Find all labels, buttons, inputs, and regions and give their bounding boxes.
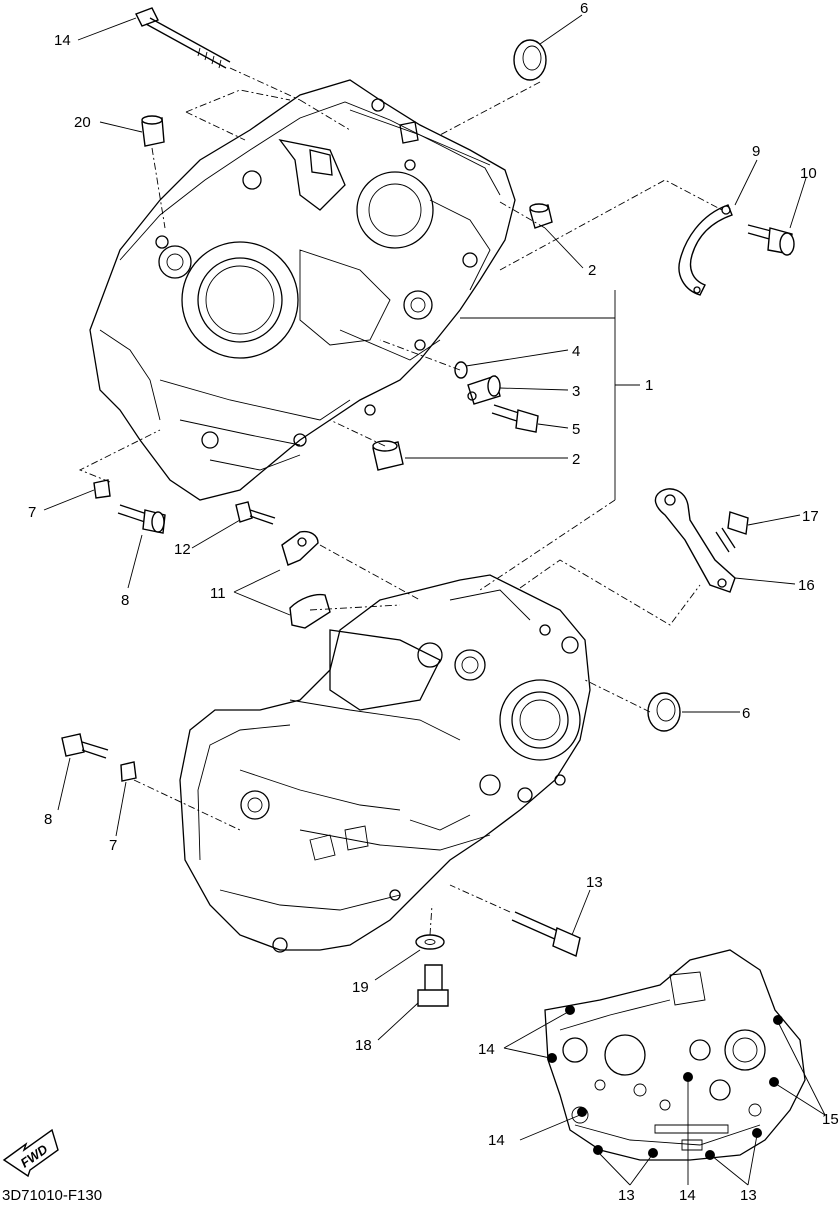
callout-6-bottom: 6 [742,705,750,722]
bolt-8-bottom [61,733,109,759]
fitting-3 [467,375,501,405]
callout-8-bottom: 8 [44,811,52,828]
callout-1: 1 [645,377,653,394]
callout-14-top: 14 [54,32,71,49]
plate-11-top [281,530,319,566]
callout-16: 16 [798,577,815,594]
dashed-alignment-lines [78,67,723,936]
callout-2-top: 2 [588,262,596,279]
callout-18: 18 [355,1037,372,1054]
diagram-code: 3D71010-F130 [2,1187,102,1204]
oil-seal-6-bottom [647,692,681,732]
inset-callout-14-center: 14 [679,1187,696,1204]
o-ring-4 [454,361,468,379]
callout-9: 9 [752,143,760,160]
callout-5: 5 [572,421,580,438]
bracket-16 [654,488,736,593]
washer-7-top [93,479,111,499]
bolt-17 [715,511,749,553]
callout-12: 12 [174,541,191,558]
oil-seal-6-top [513,39,547,81]
callout-6-top: 6 [580,0,588,17]
callout-2-bottom: 2 [572,451,580,468]
callout-13: 13 [586,874,603,891]
bolt-5 [491,404,539,433]
dowel-20 [141,115,165,147]
callout-17: 17 [802,508,819,525]
callout-11: 11 [210,585,226,602]
drain-bolt-18 [417,964,449,1007]
inset-callout-13-right: 13 [740,1187,757,1204]
callout-7-bottom: 7 [109,837,117,854]
bolt-8-top [117,504,166,534]
inset-callout-13-left: 13 [618,1187,635,1204]
callout-10: 10 [800,165,817,182]
inset-callout-15: 15 [822,1111,839,1128]
fwd-label: FWD [18,1141,51,1171]
washer-7-bottom [120,761,137,782]
bracket-9 [678,204,733,296]
inset-callout-14-left: 14 [478,1041,495,1058]
crankcase-left-half [89,79,516,501]
inset-callout-14-lower: 14 [488,1132,505,1149]
bolt-13 [511,911,581,957]
inset-bolt-layout [503,949,826,1186]
callout-7-top: 7 [28,504,36,521]
callout-4: 4 [572,343,580,360]
fwd-arrow-icon [2,1128,59,1178]
callout-3: 3 [572,383,580,400]
leader-lines [43,14,807,1041]
callout-8-top: 8 [121,592,129,609]
bolt-12 [235,501,276,525]
bolt-10 [747,224,795,256]
bolt-14 [135,7,231,69]
callout-19: 19 [352,979,369,996]
plate-11-bottom [289,593,331,629]
callout-20: 20 [74,114,91,131]
crankcase-right-half [179,574,591,953]
dowel-pin-2-bottom [372,440,404,471]
